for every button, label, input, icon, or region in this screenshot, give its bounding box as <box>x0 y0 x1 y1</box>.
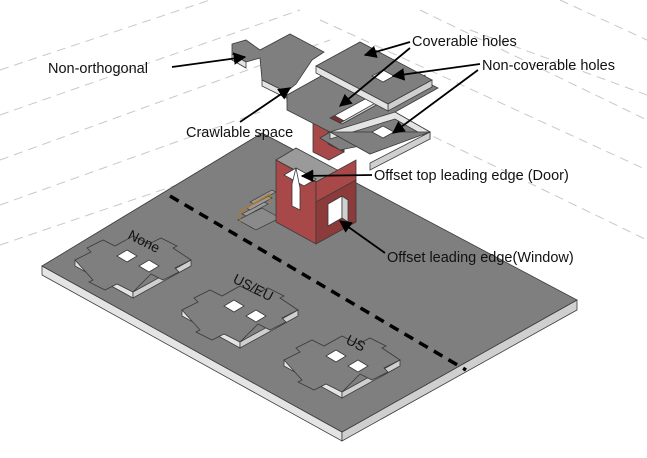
label-non-coverable-holes: Non-coverable holes <box>482 58 615 74</box>
label-offset-top-leading-edge: Offset top leading edge (Door) <box>374 168 569 184</box>
pointer-non-orthogonal <box>172 57 245 67</box>
annotation-non-coverable-holes: Non-coverable holes <box>393 58 615 133</box>
label-coverable-holes: Coverable holes <box>412 34 517 50</box>
annotation-non-orthogonal: Non-orthogonal <box>48 57 245 77</box>
annotation-crawlable-space: Crawlable space <box>186 88 293 141</box>
label-crawlable-space: Crawlable space <box>186 125 293 141</box>
label-offset-leading-edge: Offset leading edge(Window) <box>387 250 574 266</box>
pointer-offset-top-leading-edge <box>302 175 372 176</box>
label-non-orthogonal: Non-orthogonal <box>48 61 148 77</box>
pointer-crawlable-space <box>240 88 290 122</box>
